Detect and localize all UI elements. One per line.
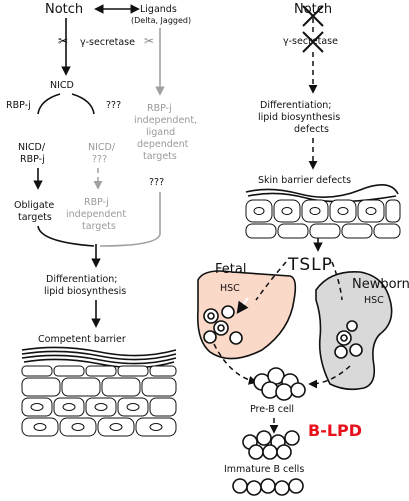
right-diff-label-2: lipid biosynthesis: [258, 112, 340, 123]
immature-b-cell-row: [232, 478, 304, 496]
right-panel: Notch γ-secretase Differentiation; lipid…: [196, 2, 409, 496]
competent-barrier-tissue: [21, 346, 177, 437]
obligate-converge-curve: [37, 225, 95, 247]
preb-label: Pre-B cell: [250, 404, 294, 415]
rbpj-label: RBP-j: [6, 100, 31, 111]
gamma-secretase-label: γ-secretase: [80, 37, 135, 48]
rbpj-ind-lig-2: independent,: [134, 115, 197, 126]
right-diff-label-1: Differentiation;: [260, 100, 332, 111]
rbpj-ind-lig-1: RBP-j: [147, 103, 172, 114]
tslp-to-fetal-dash: [255, 261, 287, 301]
nicd-left-branch: [37, 93, 61, 115]
fetal-inner-arrow: [236, 297, 249, 314]
differentiation-label-2: lipid biosynthesis: [44, 286, 126, 297]
nicd-right-branch: [71, 93, 95, 115]
nicd-q-label-1: NICD/: [88, 142, 116, 153]
rbpj-ind-lig-4: dependent: [137, 139, 189, 150]
ligand-converge-curve: [99, 192, 161, 247]
obligate-label-2: targets: [18, 212, 52, 223]
notch-label: Notch: [45, 2, 83, 17]
fetal-to-preb-arrow: [213, 343, 258, 385]
nicd-rbpj-label-2: RBP-j: [20, 154, 45, 165]
rbpj-ind-label-2: independent: [66, 209, 126, 220]
newborn-hsc-label: HSC: [364, 295, 384, 306]
fetal-label: Fetal: [215, 262, 246, 277]
obligate-label-1: Obligate: [14, 200, 54, 211]
skin-barrier-label: Skin barrier defects: [258, 175, 351, 186]
differentiation-label-1: Differentiation;: [46, 274, 118, 285]
right-gamma-secretase-label: γ-secretase: [283, 36, 338, 47]
left-panel: Notch Ligands (Delta, Jagged) ✂ γ-secret…: [6, 2, 197, 437]
nicd-label: NICD: [50, 80, 74, 91]
fetal-liver-shape: [196, 270, 297, 360]
rbpj-ind-lig-5: targets: [143, 151, 177, 162]
immature-label: Immature B cells: [224, 464, 304, 475]
fetal-hsc-cells: [203, 305, 243, 345]
rbpj-ind-lig-3: ligand: [146, 127, 175, 138]
immature-b-cell-cluster: [242, 430, 300, 460]
tslp-to-newborn-dash: [331, 261, 343, 301]
notch-blocked-x-icon: [302, 5, 324, 27]
preb-cell-cluster: [253, 367, 306, 401]
qqq2-label: ???: [149, 177, 164, 188]
scissors-icon: ✂: [58, 34, 68, 48]
fetal-hsc-label: HSC: [220, 283, 240, 294]
rbpj-ind-label-3: targets: [82, 221, 116, 232]
competent-barrier-label: Competent barrier: [38, 334, 126, 345]
tslp-label: TSLP: [287, 255, 333, 275]
newborn-label: Newborn: [352, 277, 409, 292]
ligands-label: Ligands: [140, 4, 177, 15]
nicd-rbpj-label-1: NICD/: [18, 142, 46, 153]
newborn-to-preb-arrow: [308, 365, 351, 389]
blpd-label: B-LPD: [308, 421, 362, 440]
defective-skin-tissue: [245, 184, 401, 239]
gamma-blocked-x-icon: [302, 31, 324, 53]
nicd-q-label-2: ???: [92, 154, 107, 165]
ligands-sub-label: (Delta, Jagged): [131, 16, 191, 25]
newborn-hsc-cells: [334, 320, 363, 359]
rbpj-ind-label-1: RBP-j: [84, 197, 109, 208]
qqq1-label: ???: [106, 100, 121, 111]
scissors-gray-icon: ✂: [144, 34, 154, 48]
right-diff-label-3: defects: [294, 124, 329, 135]
